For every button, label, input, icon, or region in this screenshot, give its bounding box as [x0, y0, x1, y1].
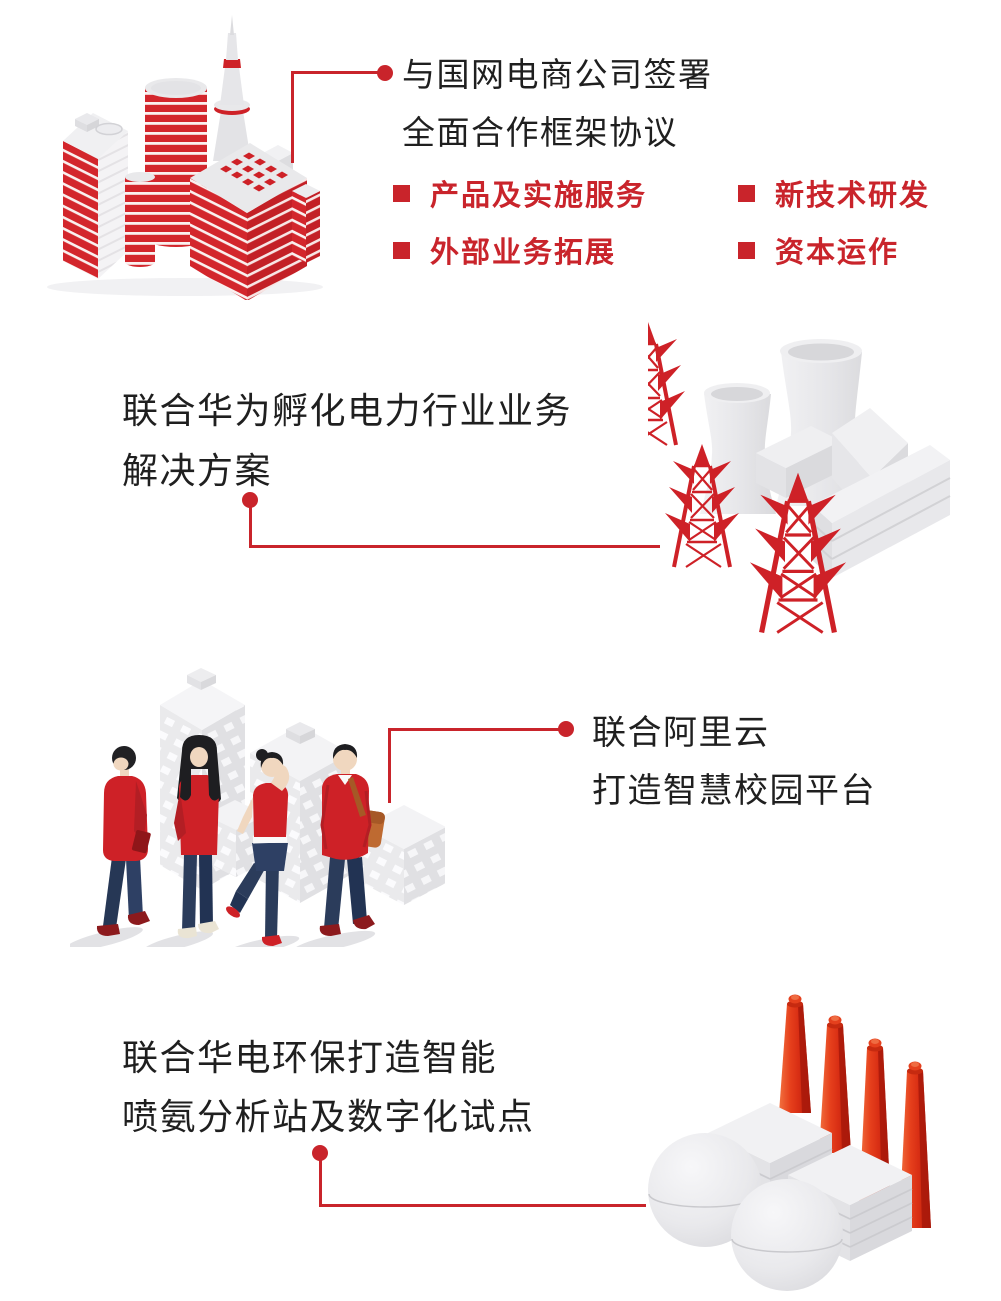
- connector-line-4-vertical: [319, 1156, 322, 1207]
- connector-line-1-vertical: [291, 71, 294, 163]
- connector-line-3-vertical: [388, 731, 391, 803]
- square-bullet-icon: [738, 184, 755, 202]
- section1-title-line1: 与国网电商公司签署: [402, 56, 713, 93]
- section3-title-line1: 联合阿里云: [592, 714, 770, 752]
- connector-line-2-horizontal: [249, 545, 660, 548]
- bullet-item-external-business: 外部业务拓展: [393, 229, 616, 271]
- bullet-item-products-services: 产品及实施服务: [393, 172, 647, 214]
- right-campus-building-icon: [362, 805, 445, 905]
- student-man-with-bag: [292, 744, 385, 947]
- square-bullet-icon: [393, 184, 410, 202]
- small-slab-building-icon: [756, 426, 841, 498]
- transmission-tower-icon: [648, 322, 685, 446]
- cooling-tower-small-icon: [700, 383, 776, 514]
- factory-illustration: [648, 994, 931, 1291]
- striped-tower-building-icon: [63, 113, 128, 279]
- power-plant-illustration: [648, 322, 951, 642]
- student-man-back-view: [70, 746, 151, 947]
- rooftop-solar-grid: [220, 152, 288, 192]
- section4-title-line2: 喷氨分析站及数字化试点: [122, 1096, 535, 1137]
- connector-dot-4: [312, 1145, 328, 1161]
- section1-title-line2: 全面合作框架协议: [402, 114, 678, 151]
- bullet-label: 外部业务拓展: [430, 237, 617, 269]
- student-woman-posing: [224, 749, 300, 947]
- small-striped-cylinder-icon: [125, 172, 155, 267]
- connector-line-2-vertical: [249, 503, 252, 548]
- section3-title-line2: 打造智慧校园平台: [592, 772, 876, 810]
- section2-title: 联合华为孵化电力行业业务 解决方案: [122, 381, 572, 501]
- section1-title: 与国网电商公司签署 全面合作框架协议: [402, 46, 713, 162]
- red-chimney-icon: [779, 994, 811, 1113]
- connector-dot-1: [377, 65, 393, 81]
- bullet-item-new-tech-rd: 新技术研发: [738, 172, 930, 214]
- square-bullet-icon: [393, 241, 410, 259]
- bullet-label: 资本运作: [775, 237, 900, 269]
- far-right-red-box-icon: [292, 184, 320, 263]
- bullet-label: 产品及实施服务: [430, 180, 648, 212]
- section2-title-line1: 联合华为孵化电力行业业务: [122, 390, 573, 431]
- connector-dot-3: [558, 721, 574, 737]
- red-city-illustration: [47, 15, 323, 300]
- connector-line-3-horizontal: [388, 728, 560, 731]
- tv-tower-icon: [213, 15, 251, 161]
- red-chimney-icon: [819, 1015, 851, 1153]
- storage-sphere-icon: [731, 1179, 843, 1291]
- connector-line-1-horizontal: [291, 71, 379, 74]
- section4-title: 联合华电环保打造智能 喷氨分析站及数字化试点: [122, 1028, 535, 1146]
- connector-dot-2: [242, 492, 258, 508]
- section3-title: 联合阿里云 打造智慧校园平台: [592, 704, 876, 820]
- connector-line-4-horizontal: [319, 1204, 646, 1207]
- section2-title-line2: 解决方案: [122, 450, 273, 491]
- campus-students-illustration: [70, 668, 445, 947]
- section4-title-line1: 联合华电环保打造智能: [122, 1037, 498, 1078]
- bullet-label: 新技术研发: [775, 180, 931, 212]
- bullet-item-capital-operation: 资本运作: [738, 229, 899, 271]
- long-slab-building-icon: [811, 445, 951, 578]
- square-bullet-icon: [738, 241, 755, 259]
- student-woman-long-hair: [143, 735, 221, 947]
